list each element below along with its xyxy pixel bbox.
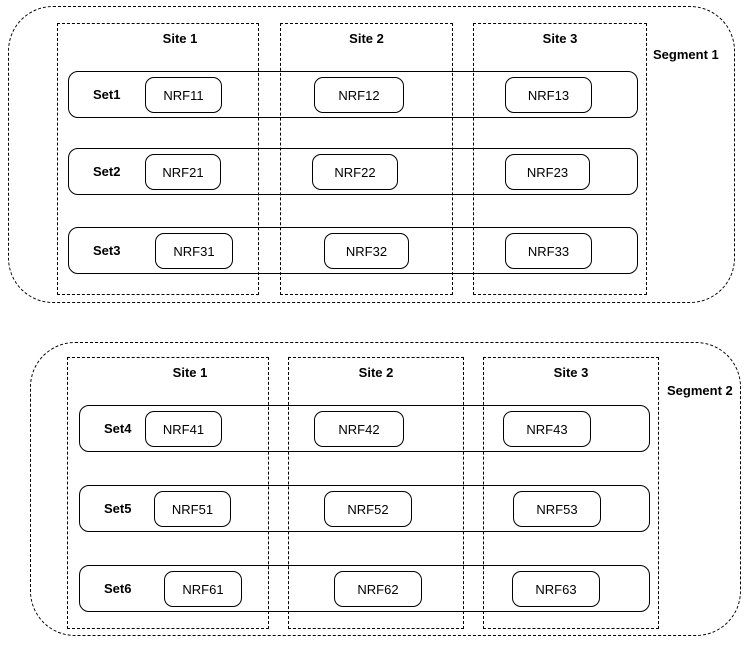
nrf-box-nrf61: NRF61	[164, 571, 242, 607]
set-row-set3: Set3 NRF31 NRF32 NRF33	[68, 227, 638, 274]
segment-1-label: Segment 1	[653, 47, 719, 62]
nrf-box-nrf51: NRF51	[154, 491, 231, 527]
segment-2-container: Segment 2 Site 1 Site 2 Site 3 Set4 NRF4…	[30, 342, 741, 636]
nrf-box-nrf22: NRF22	[312, 154, 398, 190]
set-row-set4: Set4 NRF41 NRF42 NRF43	[79, 405, 650, 452]
segment-2-label: Segment 2	[667, 383, 733, 398]
set1-label: Set1	[93, 87, 121, 102]
nrf-box-nrf21: NRF21	[145, 154, 221, 190]
site-3-label: Site 3	[553, 365, 589, 380]
nrf-box-nrf52: NRF52	[324, 491, 412, 527]
segment-2-site-3-box: Site 3	[483, 357, 659, 629]
nrf-box-nrf32: NRF32	[324, 233, 409, 269]
site-3-label: Site 3	[542, 31, 578, 46]
nrf-box-nrf43: NRF43	[503, 411, 591, 447]
set4-label: Set4	[104, 421, 132, 436]
segment-1-site-3-box: Site 3	[473, 23, 647, 295]
nrf-box-nrf12: NRF12	[314, 77, 404, 113]
set5-label: Set5	[104, 501, 132, 516]
site-1-label: Site 1	[172, 365, 208, 380]
set6-label: Set6	[104, 581, 132, 596]
nrf-box-nrf41: NRF41	[145, 411, 222, 447]
nrf-box-nrf13: NRF13	[505, 77, 592, 113]
nrf-box-nrf62: NRF62	[334, 571, 422, 607]
nrf-box-nrf42: NRF42	[314, 411, 404, 447]
site-2-label: Site 2	[358, 365, 394, 380]
segment-2-site-1-box: Site 1	[67, 357, 269, 629]
set-row-set1: Set1 NRF11 NRF12 NRF13	[68, 71, 638, 118]
nrf-box-nrf11: NRF11	[145, 77, 222, 113]
segment-1-site-1-box: Site 1	[57, 23, 259, 295]
nrf-box-nrf33: NRF33	[505, 233, 592, 269]
site-1-label: Site 1	[162, 31, 198, 46]
set-row-set5: Set5 NRF51 NRF52 NRF53	[79, 485, 650, 532]
site-2-label: Site 2	[349, 31, 384, 46]
nrf-box-nrf31: NRF31	[155, 233, 233, 269]
set2-label: Set2	[93, 164, 121, 179]
set-row-set6: Set6 NRF61 NRF62 NRF63	[79, 565, 650, 612]
set3-label: Set3	[93, 243, 121, 258]
segment-2-site-2-box: Site 2	[288, 357, 464, 629]
segment-1-site-2-box: Site 2	[280, 23, 453, 295]
nrf-box-nrf23: NRF23	[505, 154, 590, 190]
nrf-box-nrf53: NRF53	[513, 491, 601, 527]
segment-1-container: Segment 1 Site 1 Site 2 Site 3 Set1 NRF1…	[8, 6, 735, 303]
nrf-box-nrf63: NRF63	[512, 571, 600, 607]
set-row-set2: Set2 NRF21 NRF22 NRF23	[68, 148, 638, 195]
